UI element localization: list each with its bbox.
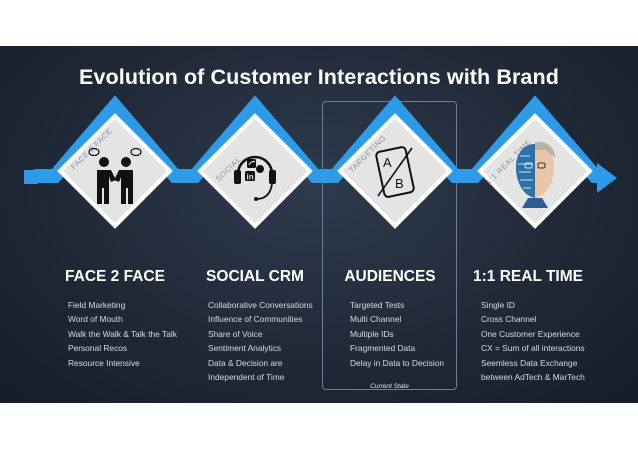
stage-heading-realtime: 1:1 REAL TIME <box>473 268 583 285</box>
svg-text:B: B <box>395 176 404 191</box>
stage-list-realtime: Single ID Cross Channel One Customer Exp… <box>481 298 585 384</box>
list-item: Targeted Tests <box>350 300 405 310</box>
svg-text:in: in <box>247 173 254 182</box>
linkedin-icon <box>245 171 255 181</box>
list-item: Data & Decision are <box>208 357 283 368</box>
list-item: Collaborative Conversations <box>208 300 313 310</box>
list-item: One Customer Experience <box>481 328 580 339</box>
list-item: Independent of Time <box>208 371 285 382</box>
list-item: Fragmented Data <box>350 343 416 354</box>
evolution-flow-diagram: FACE 2 FACE SOCIAL TARGETING 1:1 REAL TI… <box>24 95 617 229</box>
stage-diamond-social <box>197 113 313 229</box>
stage-diamond-face2face <box>57 113 173 229</box>
facebook-icon <box>256 165 264 173</box>
stage-list-face2face: Field Marketing Word of Mouth Walk the W… <box>68 298 177 370</box>
headset-social-icon: in <box>234 155 276 201</box>
ab-test-phone-icon: A B <box>375 146 415 198</box>
current-state-frame <box>322 101 457 390</box>
svg-text:A: A <box>383 155 392 170</box>
stage-heading-audiences: AUDIENCES <box>344 268 436 285</box>
list-item: Cross Channel <box>481 314 537 325</box>
list-item: Multiple IDs <box>350 328 394 339</box>
handshake-people-icon <box>88 147 142 204</box>
list-item: Seemless Data Exchange <box>481 357 578 368</box>
digital-face-icon <box>515 141 556 208</box>
list-item: Walk the Walk & Talk the Talk <box>68 328 177 339</box>
slide-title: Evolution of Customer Interactions with … <box>79 65 559 89</box>
current-state-label: Current State <box>370 383 409 390</box>
stage-heading-face2face: FACE 2 FACE <box>65 268 165 285</box>
list-item: between AdTech & MarTech <box>481 371 585 382</box>
slide-canvas: Evolution of Customer Interactions with … <box>0 46 638 403</box>
stage-list-audiences: Targeted Tests Multi Channel Multiple ID… <box>350 298 444 370</box>
list-item: Share of Voice <box>208 328 263 339</box>
list-item: Single ID <box>481 300 515 310</box>
list-item: CX = Sum of all interactions <box>481 343 585 354</box>
list-item: Resource Intensive <box>68 357 140 368</box>
list-item: Multi Channel <box>350 314 402 325</box>
list-item: Field Marketing <box>68 300 126 310</box>
twitter-icon <box>247 159 256 168</box>
list-item: Sentiment Analytics <box>208 343 282 354</box>
stage-heading-social-crm: SOCIAL CRM <box>206 268 304 285</box>
stage-list-social-crm: Collaborative Conversations Influence of… <box>208 298 313 384</box>
flow-arrow-tail <box>24 170 38 184</box>
zigzag-connector <box>34 95 601 183</box>
flow-arrow-head <box>597 163 617 193</box>
list-item: Delay in Data to Decision <box>350 357 445 368</box>
list-item: Word of Mouth <box>68 314 123 325</box>
list-item: Influence of Communities <box>208 314 303 325</box>
list-item: Personal Recos <box>68 343 128 354</box>
